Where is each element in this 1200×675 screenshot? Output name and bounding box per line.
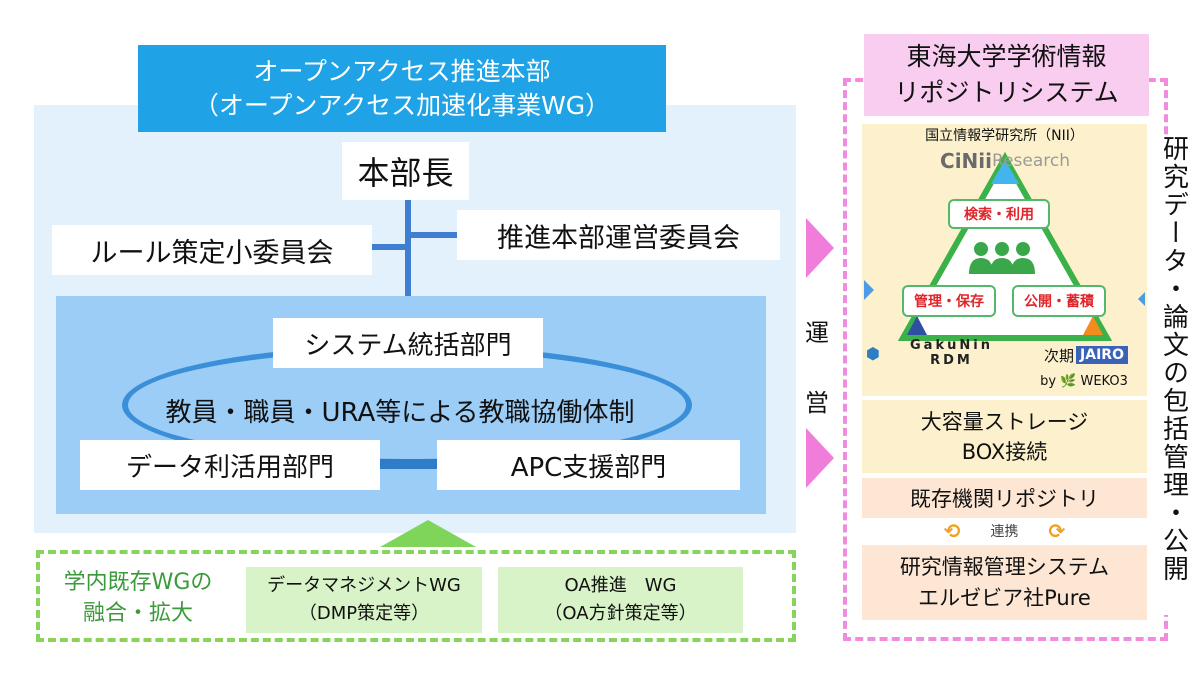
operation-char-1: 運	[805, 318, 829, 347]
gakunin-hex-icon: ⬢	[866, 343, 883, 363]
cinii-logo-bold: CiNii	[940, 149, 992, 173]
operation-arrow-bottom-icon	[806, 428, 834, 488]
swap-right-arrow-icon: ⟳	[1048, 519, 1066, 543]
wg-oa-line2: （OA方針策定等）	[544, 603, 697, 624]
wg-label-line2: 融合・拡大	[82, 601, 193, 626]
link-row: ⟲ 連携 ⟳	[862, 518, 1147, 544]
triangle-right-corner	[1083, 316, 1103, 335]
research-line2: エルゼビア社Pure	[918, 585, 1091, 610]
ops-committee-box: 推進本部運営委員会	[457, 210, 780, 260]
triangle-left-marker-icon	[864, 280, 874, 300]
bubble-manage-store: 管理・保存	[902, 285, 996, 317]
jairo-cloud-logo: JAIRO	[1076, 346, 1128, 364]
triangle-top-corner	[991, 160, 1019, 184]
apc-dept-box: APC支援部門	[437, 440, 740, 490]
wg-oa-line1: OA推進 WG	[564, 575, 677, 596]
operation-arrow-top-icon	[806, 218, 834, 278]
nii-label: 国立情報学研究所（NII）	[925, 128, 1084, 144]
research-line1: 研究情報管理システム	[899, 554, 1110, 579]
people-icon	[969, 242, 1035, 274]
headquarters-title-line1: オープンアクセス推進本部	[253, 56, 551, 86]
wg-dmp-box: データマネジメントWG （DMP策定等）	[246, 567, 482, 633]
bubble-search-use: 検索・利用	[948, 199, 1050, 229]
bubble-publish-accumulate: 公開・蓄積	[1012, 285, 1106, 317]
storage-box: 大容量ストレージ BOX接続	[862, 400, 1147, 473]
collaboration-text: 教員・職員・URA等による教職協働体制	[165, 397, 635, 428]
repository-title-line2: リポジトリシステム	[894, 78, 1119, 107]
data-dept-box: データ利活用部門	[80, 440, 380, 490]
jairo-cloud-label: 次期 JAIRO	[1032, 342, 1140, 368]
wg-oa-box: OA推進 WG （OA方針策定等）	[498, 567, 743, 633]
swap-left-arrow-icon: ⟲	[943, 519, 961, 543]
up-arrow-icon	[380, 520, 476, 547]
system-dept-box: システム統括部門	[273, 318, 543, 368]
connector-vertical	[405, 198, 411, 298]
wg-label-line1: 学内既存WGの	[63, 570, 213, 595]
connector-right	[408, 232, 458, 238]
rule-committee-box: ルール策定小委員会	[52, 225, 372, 275]
headquarters-title-line2: （オープンアクセス加速化事業WG）	[193, 90, 611, 120]
repository-title: 東海大学学術情報 リポジトリシステム	[864, 34, 1149, 116]
weko3-label: by 🌿 WEKO3	[1040, 373, 1128, 389]
gakunin-rdm-logo: ⬢ GakuNin RDM	[866, 338, 1016, 368]
wg-dmp-line2: （DMP策定等）	[298, 603, 430, 624]
jairo-prefix: 次期	[1044, 346, 1075, 365]
triangle-right-marker-icon	[1138, 292, 1145, 306]
working-groups-box	[36, 550, 796, 642]
wg-label: 学内既存WGの 融合・拡大	[48, 565, 228, 631]
repository-title-line1: 東海大学学術情報	[906, 42, 1107, 71]
storage-line1: 大容量ストレージ	[920, 409, 1089, 434]
vertical-caption: 研究データ・論文の包括管理・公開	[1152, 135, 1196, 615]
institutional-repository-box: 既存機関リポジトリ	[862, 478, 1147, 518]
cinii-logo-light: Research	[992, 151, 1070, 171]
link-label-text: 連携	[990, 524, 1019, 540]
gakunin-rdm-text: GakuNin RDM	[910, 338, 993, 368]
connector-left	[372, 244, 408, 250]
wg-dmp-line1: データマネジメントWG	[267, 575, 461, 596]
chief-box: 本部長	[342, 142, 469, 200]
dept-connector	[378, 459, 440, 469]
research-info-system-box: 研究情報管理システム エルゼビア社Pure	[862, 545, 1147, 620]
operation-char-2: 営	[805, 388, 829, 417]
storage-line2: BOX接続	[961, 439, 1048, 464]
triangle-left-corner	[907, 316, 927, 335]
headquarters-title: オープンアクセス推進本部 （オープンアクセス加速化事業WG）	[138, 45, 666, 132]
